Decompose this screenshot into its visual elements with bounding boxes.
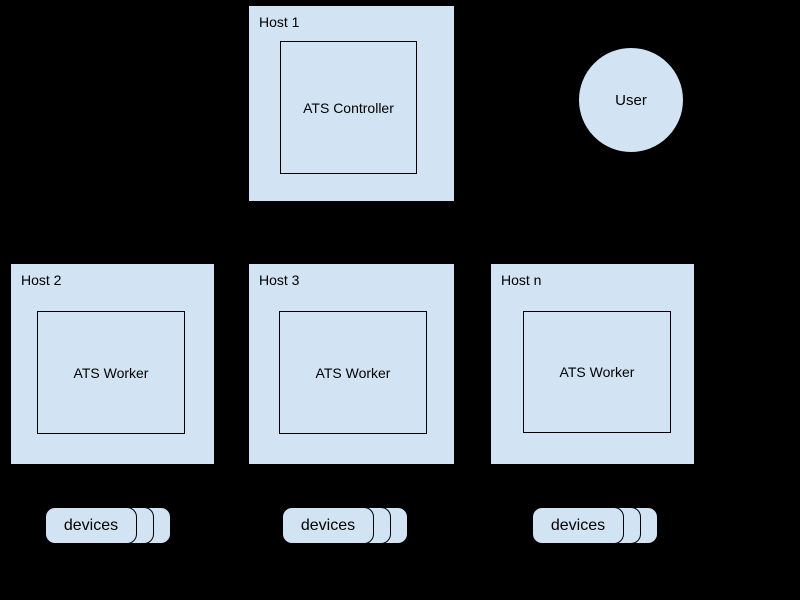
ats-worker-box-2: ATS Worker	[279, 311, 427, 434]
ats-worker-label-3: ATS Worker	[559, 364, 635, 380]
ats-controller-label: ATS Controller	[303, 99, 394, 116]
host-1-box: Host 1 ATS Controller	[248, 5, 455, 202]
user-circle: User	[578, 47, 684, 153]
devices-card-front: devices	[532, 507, 624, 544]
ats-controller-box: ATS Controller	[280, 41, 417, 174]
devices-label-1: devices	[63, 516, 119, 534]
host-n-label: Host n	[501, 272, 542, 288]
host-3-label: Host 3	[259, 272, 300, 288]
ats-worker-label-2: ATS Worker	[315, 364, 391, 381]
devices-stack-2: devices	[282, 507, 408, 544]
devices-card-front: devices	[45, 507, 137, 544]
devices-label-2: devices	[300, 516, 356, 534]
ats-worker-label-1: ATS Worker	[73, 364, 149, 381]
host-2-label: Host 2	[21, 272, 62, 288]
user-label: User	[615, 91, 647, 109]
ats-worker-box-3: ATS Worker	[523, 311, 671, 433]
devices-stack-1: devices	[45, 507, 171, 544]
host-2-box: Host 2 ATS Worker	[10, 263, 215, 465]
host-n-box: Host n ATS Worker	[490, 263, 695, 465]
devices-card-front: devices	[282, 507, 374, 544]
devices-stack-3: devices	[532, 507, 658, 544]
host-1-label: Host 1	[259, 14, 300, 30]
host-3-box: Host 3 ATS Worker	[248, 263, 455, 465]
devices-label-3: devices	[550, 516, 606, 534]
ats-worker-box-1: ATS Worker	[37, 311, 185, 434]
